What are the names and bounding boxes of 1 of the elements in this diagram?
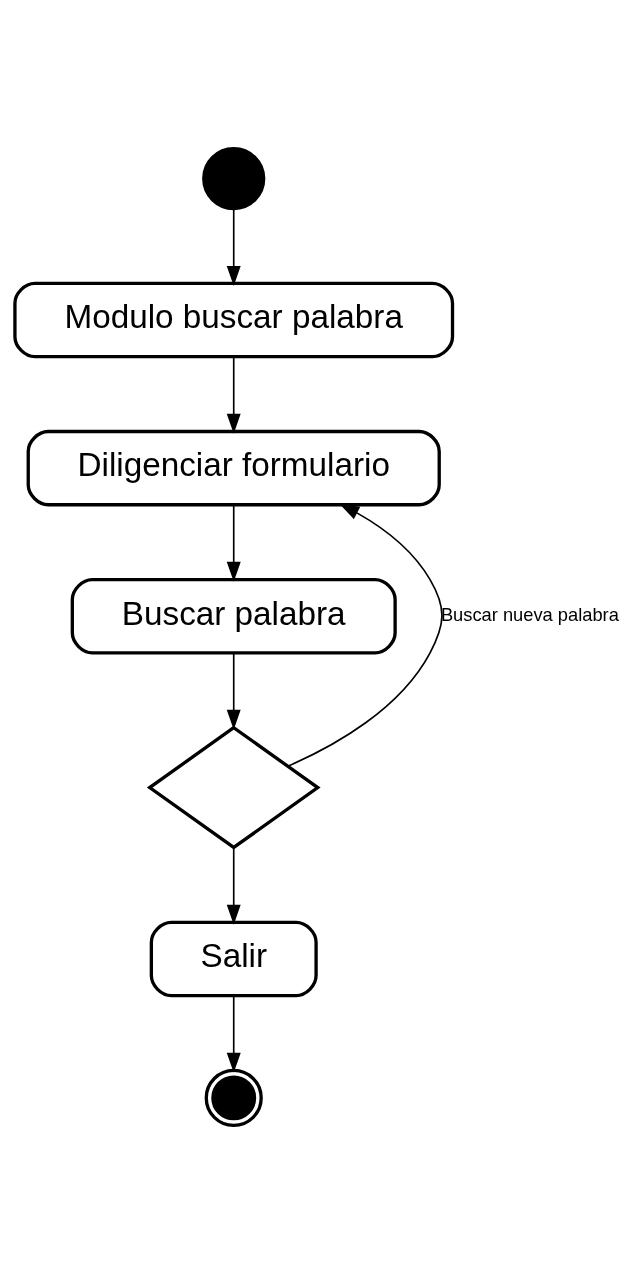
edge-label: Buscar nueva palabra bbox=[440, 603, 619, 625]
